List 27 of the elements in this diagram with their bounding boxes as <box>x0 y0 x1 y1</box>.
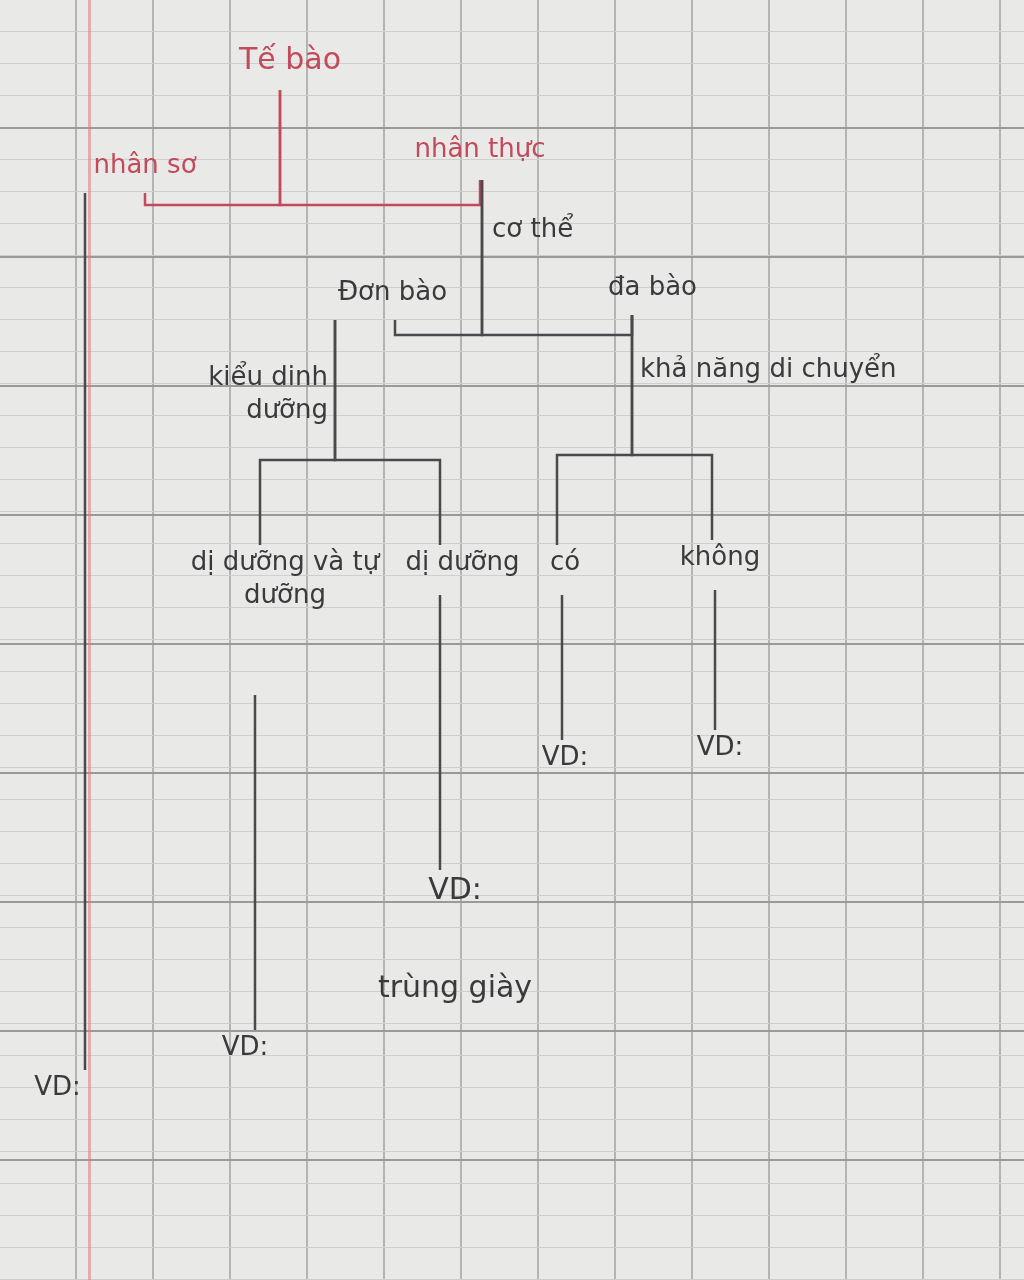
handwritten-label: nhân thực <box>370 132 590 180</box>
handwritten-label: dị dưỡng <box>395 545 530 595</box>
handwritten-label: VD: <box>670 730 770 785</box>
handwritten-label: Đơn bào <box>315 275 470 320</box>
connector-line <box>438 595 442 870</box>
example-text: trùng giày <box>377 967 533 1005</box>
handwritten-label: Tế bào <box>190 40 390 90</box>
connector-line <box>713 590 717 730</box>
handwritten-label: không <box>660 540 780 590</box>
edge-label: cơ thể <box>492 212 575 245</box>
handwritten-label: VD: <box>520 740 610 795</box>
connector-line <box>630 315 714 540</box>
handwritten-label: nhân sơ <box>55 148 235 193</box>
handwritten-label: VD: <box>200 1030 290 1085</box>
handwritten-label: có <box>535 545 595 595</box>
connector-line <box>83 193 87 1070</box>
connector-line <box>333 320 442 545</box>
edge-label: kiểu dinh dưỡng <box>207 360 328 425</box>
connector-line <box>253 695 257 1030</box>
connector-line <box>480 180 634 337</box>
handwritten-label: VD: <box>428 870 482 908</box>
handwritten-label: dị dưỡng và tự dưỡng <box>175 545 395 695</box>
connector-line <box>278 90 482 207</box>
handwritten-label: VD: <box>15 1070 100 1120</box>
handwritten-label: đa bào <box>585 270 720 315</box>
edge-label: khả năng di chuyển <box>640 352 898 385</box>
connector-line <box>560 595 564 740</box>
